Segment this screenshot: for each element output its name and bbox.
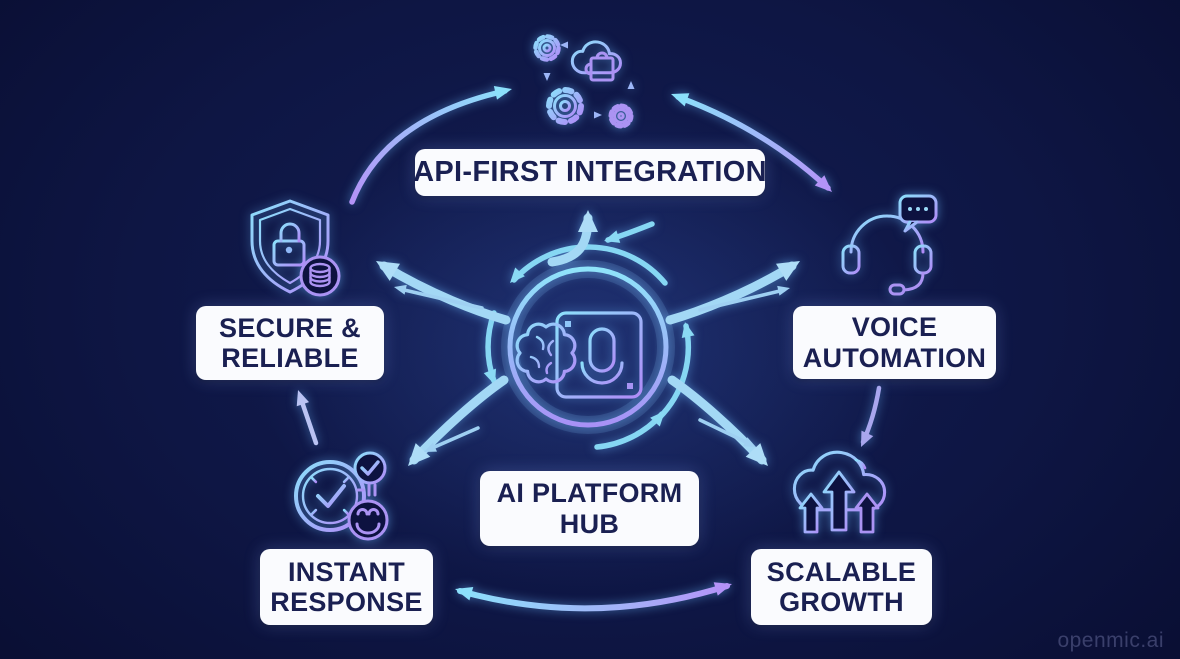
connector-instant-to-secure [296,390,319,446]
cloud-growth-arrows-icon [792,450,887,534]
hub-secondary-arrows [394,284,790,452]
connector-voice-to-scalable [860,385,882,447]
puzzle-piece [584,51,615,82]
label-instant-response: INSTANT RESPONSE [260,549,433,625]
smiley-face [347,499,389,541]
gear-small-bottom [608,103,634,129]
cloud-outline [792,450,887,512]
boom-mic [888,283,906,296]
lock-glyph [272,222,306,267]
connector-api-to-voice [671,93,832,192]
label-secure-reliable: SECURE & RELIABLE [196,306,384,380]
hub-ring [501,260,675,434]
hub-rotation-arcs [483,221,695,450]
cycle-arrows [543,41,635,119]
ear-cup-left [841,244,861,275]
gears-cloud-puzzle-icon [533,34,635,129]
watermark: openmic.ai [1057,629,1164,652]
label-voice-automation: VOICE AUTOMATION [793,306,996,379]
label-secure-reliable-line2: RELIABLE [221,343,359,373]
growth-arrows [798,470,880,534]
cloud-inner-curve [854,458,867,470]
label-instant-response-line1: INSTANT [287,556,406,587]
label-api-first-integration: API-FIRST INTEGRATION [413,149,767,196]
connector-secure-to-api [349,86,512,205]
mic-boom [902,271,925,292]
shield-inner [258,207,322,285]
clock-check-smiley-icon [294,451,389,541]
microphone-glyph [580,327,624,397]
label-scalable-growth: SCALABLE GROWTH [751,549,932,625]
label-ai-platform-hub-line2: HUB [559,508,620,539]
headband [849,214,925,254]
connector-instant-to-scalable [455,582,732,612]
headset-voice-chat-icon [841,194,938,296]
chat-bubble [898,194,938,233]
chip-body [555,311,643,399]
label-scalable-growth-line1: SCALABLE [766,556,917,587]
shield-outline [250,199,330,294]
label-ai-platform-hub: AI PLATFORM HUB [480,471,699,546]
cloud-outline [570,40,622,75]
brain-glyph [515,322,577,384]
clock-face [294,460,366,532]
ai-chip-brain-microphone-icon [515,281,669,421]
label-secure-reliable-line1: SECURE & [219,312,361,343]
label-voice-automation-line2: AUTOMATION [802,342,987,373]
label-api-first-integration-text: API-FIRST INTEGRATION [413,156,767,189]
label-instant-response-line2: RESPONSE [270,587,423,617]
label-ai-platform-hub-line1: AI PLATFORM [496,478,683,509]
voice-waveform [864,242,910,276]
gear-small-top [533,34,561,62]
pause-marks [356,483,377,497]
label-scalable-growth-line2: GROWTH [779,587,904,617]
label-voice-automation-line1: VOICE [851,312,938,343]
gear-large [546,87,584,125]
chip-pins [573,281,669,421]
shield-lock-coins-icon [250,199,341,297]
coins-badge [299,255,341,297]
check-badge [353,451,387,485]
